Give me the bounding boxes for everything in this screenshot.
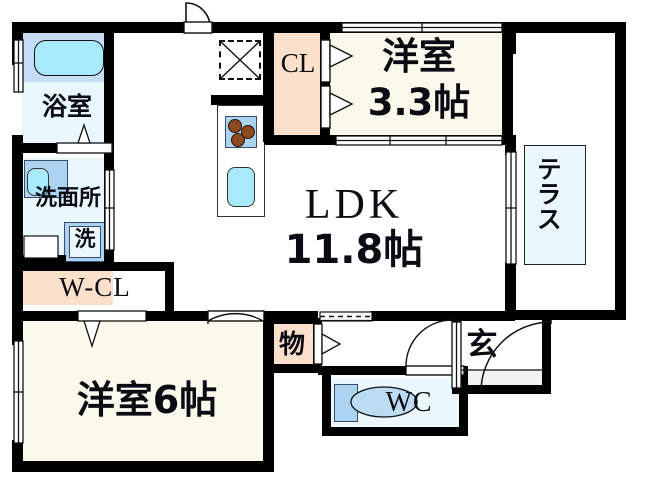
label-bedroom6: 洋室6帖 [76, 378, 218, 422]
door-top-ldk [183, 2, 213, 34]
label-ldk-name: LDK [304, 182, 404, 228]
wall-ldk-bottom-a [263, 311, 318, 321]
wall-storage-top [264, 318, 322, 324]
label-bedroom33-name: 洋室 [382, 35, 456, 78]
corridor-fill [320, 322, 460, 370]
wall-washroom-bottom-a [12, 255, 66, 265]
wall-genkan-left [452, 318, 461, 394]
wall-terrace-left-a [505, 22, 516, 54]
wall-wcl-top [12, 262, 174, 271]
wall-wcl-bottom [12, 311, 274, 321]
wall-storage-right [313, 318, 322, 370]
label-storage: 物 [278, 330, 305, 360]
label-genkan: 玄 [466, 327, 498, 363]
wall-left-c [12, 311, 23, 345]
wall-genkan-bottom [459, 385, 551, 394]
label-bathroom: 浴室 [41, 92, 92, 121]
bathtub-icon [34, 40, 104, 76]
wall-bottom-bedroom [12, 461, 274, 472]
label-wcl: W-CL [59, 272, 131, 302]
wall-bottom-right [505, 310, 626, 320]
wall-bath-bottom [12, 143, 114, 153]
label-wc: WC [385, 387, 433, 418]
wall-corridor-bottom [318, 366, 468, 375]
bedroom33-fill [330, 32, 502, 137]
gas-stove-icon [225, 116, 257, 148]
wall-wc-left [322, 371, 331, 435]
wall-cl-right [320, 22, 330, 142]
wall-right [615, 22, 626, 320]
wall-top-b [212, 22, 626, 33]
wall-bedroom33-bottom [264, 135, 514, 145]
wall-washroom-bottom-b [104, 255, 114, 267]
wall-left-a [12, 22, 23, 65]
wall-terrace-left-b [505, 135, 516, 155]
toilet-tank-icon [334, 384, 358, 422]
wall-terrace-left-c [505, 262, 516, 320]
wall-wc-bottom [322, 427, 468, 436]
vanity-basin-icon [27, 168, 49, 196]
label-bedroom33-size: 3.3帖 [367, 81, 471, 124]
wall-wcl-right [165, 262, 174, 320]
terrace-fill [524, 145, 586, 265]
wall-kitchen-top [211, 95, 273, 105]
washing-machine-inner [69, 226, 101, 258]
wall-ldk-bottom-b [370, 311, 515, 321]
wall-storage-bottom [264, 364, 322, 373]
label-terrace: テラス [533, 156, 563, 231]
label-washroom: 洗面所 [34, 186, 101, 211]
storage-fill [268, 322, 316, 370]
label-cl-text: CL [280, 48, 316, 78]
range-hood-icon [219, 40, 261, 80]
wall-left-d [12, 440, 23, 472]
wall-genkan-right [542, 318, 551, 390]
wall-bedroom33-right [502, 22, 513, 142]
wall-bath-right [104, 22, 114, 152]
wall-kitchen-right [263, 32, 274, 142]
label-cl: CL [276, 45, 320, 81]
label-washer: 洗 [74, 227, 96, 251]
label-ldk-size: 11.8帖 [284, 227, 424, 273]
cl-fill [274, 32, 322, 137]
wall-wc-right [459, 371, 468, 435]
bedroom6-fill [22, 320, 262, 472]
wall-bedroom6-right [263, 311, 274, 472]
kitchen-sink-icon [227, 167, 255, 207]
wall-top-a [12, 22, 184, 33]
wall-left-b [12, 135, 23, 321]
ldk-fill-right [265, 145, 510, 320]
